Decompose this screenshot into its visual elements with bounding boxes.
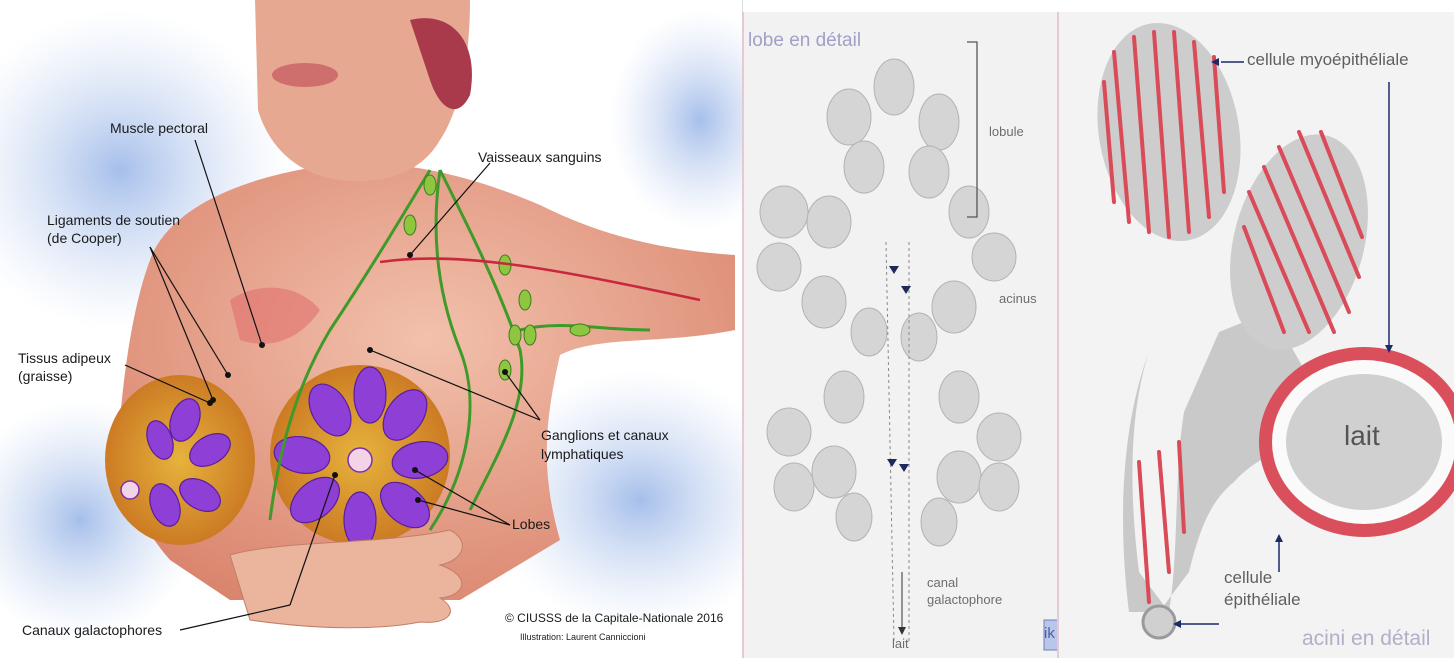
corner-ik-mark: ik bbox=[1044, 625, 1055, 642]
lobule-cluster bbox=[757, 59, 1021, 546]
nipple-right bbox=[348, 448, 372, 472]
label-cellule-line1: cellule bbox=[1224, 568, 1272, 588]
label-lobule: lobule bbox=[989, 125, 1024, 140]
label-tissus-line2: (graisse) bbox=[18, 368, 72, 384]
flow-arrows bbox=[887, 266, 911, 472]
lobe-detail-panel: lobe en détail lobule acinus canal galac… bbox=[742, 12, 1059, 658]
label-lait-lobe: lait bbox=[892, 637, 909, 652]
acini-drawing bbox=[1059, 12, 1454, 658]
duct-cross-section bbox=[1143, 606, 1175, 638]
label-lait-acini: lait bbox=[1344, 420, 1380, 452]
background-wash bbox=[610, 10, 742, 230]
label-tissus-line1: Tissus adipeux bbox=[18, 350, 111, 366]
breast-left bbox=[105, 375, 255, 545]
nipple-left bbox=[121, 481, 139, 499]
acini-detail-panel: cellule myoépithéliale lait cellule épit… bbox=[1057, 12, 1454, 658]
label-cellule-myoepitheliale: cellule myoépithéliale bbox=[1247, 50, 1409, 70]
label-canal-line2: galactophore bbox=[927, 593, 1002, 608]
label-ganglions-line1: Ganglions et canaux bbox=[541, 427, 669, 443]
label-ligaments-line1: Ligaments de soutien bbox=[47, 212, 180, 228]
lait-arrowhead bbox=[898, 627, 906, 635]
panel-title-acini: acini en détail bbox=[1302, 627, 1430, 651]
breast-anatomy-illustration: Muscle pectoral Vaisseaux sanguins Ligam… bbox=[0, 0, 743, 658]
illustration-credit: Illustration: Laurent Canniccioni bbox=[520, 632, 646, 642]
label-muscle-pectoral: Muscle pectoral bbox=[110, 120, 208, 136]
label-canal-line1: canal bbox=[927, 576, 958, 591]
label-cellule-line2: épithéliale bbox=[1224, 590, 1301, 610]
label-ganglions-line2: lymphatiques bbox=[541, 446, 624, 462]
panel-title-lobe: lobe en détail bbox=[748, 30, 861, 52]
anatomy-drawing bbox=[0, 0, 742, 658]
label-vaisseaux-sanguins: Vaisseaux sanguins bbox=[478, 149, 601, 165]
label-lobes: Lobes bbox=[512, 516, 550, 532]
label-acinus: acinus bbox=[999, 292, 1037, 307]
label-canaux-galactophores: Canaux galactophores bbox=[22, 622, 162, 638]
lobe-drawing bbox=[744, 12, 1057, 658]
lips bbox=[272, 63, 338, 87]
label-ligaments-line2: (de Cooper) bbox=[47, 230, 122, 246]
central-duct bbox=[886, 242, 909, 642]
copyright-text: © CIUSSS de la Capitale-Nationale 2016 bbox=[505, 612, 723, 626]
